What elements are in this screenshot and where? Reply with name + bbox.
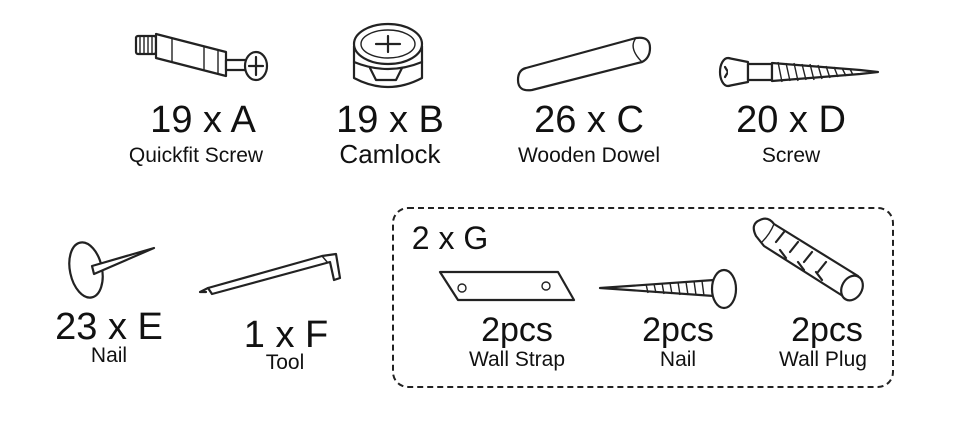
part-d-quantity: 20 x D <box>736 99 846 141</box>
nail-quantity: 2pcs <box>642 311 714 349</box>
wall-plug-name: Wall Plug <box>779 348 867 371</box>
nail-icon <box>598 268 738 310</box>
wall-strap-name: Wall Strap <box>468 348 566 371</box>
part-d-name: Screw <box>761 144 821 167</box>
wall-strap-quantity: 2pcs <box>481 311 553 349</box>
screw-icon <box>718 56 880 88</box>
part-f-quantity: 1 x F <box>243 314 329 356</box>
part-f-name: Tool <box>265 351 305 374</box>
wooden-dowel-icon <box>516 36 652 92</box>
allen-key-icon <box>198 252 342 296</box>
tack-nail-icon <box>68 241 156 299</box>
part-b-name: Camlock <box>339 139 441 169</box>
part-e-quantity: 23 x E <box>55 306 163 348</box>
quickfit-screw-icon <box>134 32 269 82</box>
part-g-group-box <box>392 207 894 388</box>
camlock-icon <box>352 22 424 88</box>
part-c-name: Wooden Dowel <box>517 144 661 167</box>
wall-plug-quantity: 2pcs <box>791 311 863 349</box>
wall-strap-icon <box>438 270 576 302</box>
part-a-name: Quickfit Screw <box>128 144 264 167</box>
part-c-quantity: 26 x C <box>534 99 644 141</box>
part-b-quantity: 19 x B <box>336 99 444 141</box>
nail-name: Nail <box>659 348 697 371</box>
wall-plug-icon <box>752 217 864 302</box>
part-g-title: 2 x G <box>411 220 489 256</box>
part-a-quantity: 19 x A <box>150 99 256 141</box>
part-e-name: Nail <box>90 344 128 367</box>
